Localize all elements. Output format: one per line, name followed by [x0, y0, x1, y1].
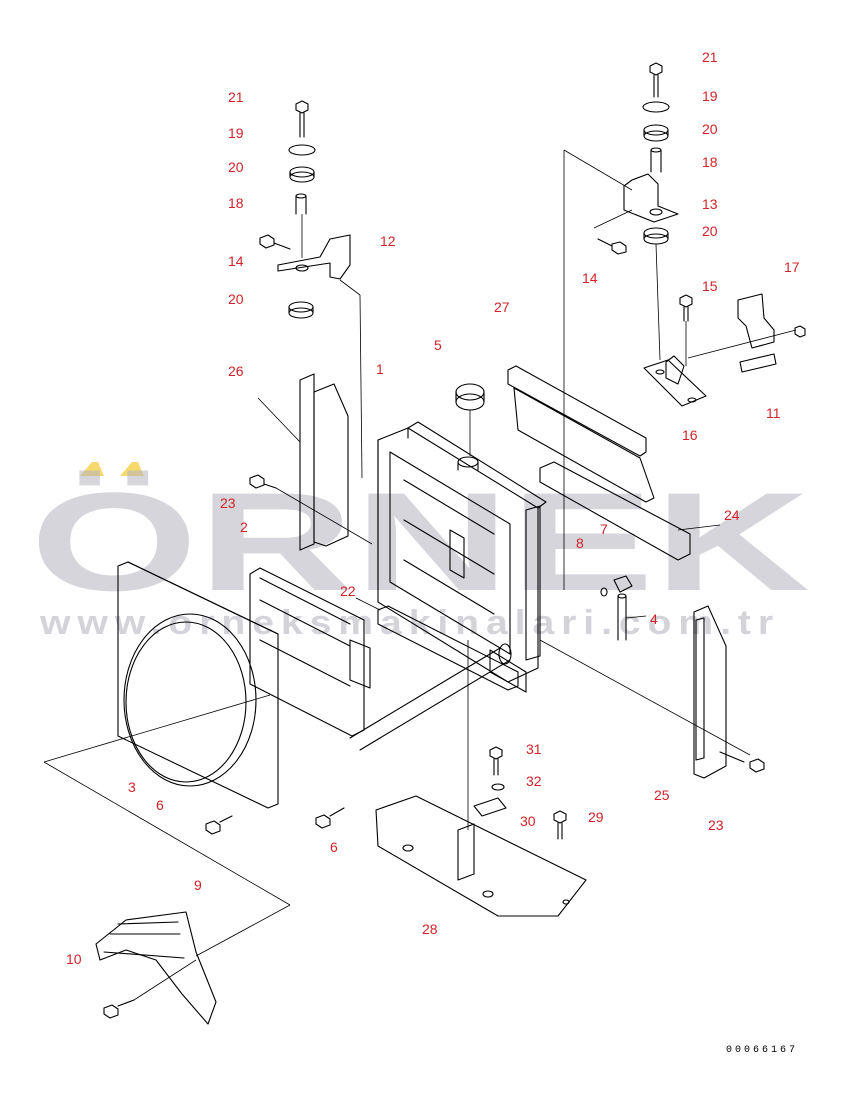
callout-19: 19	[228, 125, 244, 141]
seal-left	[257, 373, 349, 551]
callout-25: 25	[654, 787, 670, 803]
callout-15: 15	[702, 278, 718, 294]
callout-5: 5	[434, 337, 442, 353]
callout-23: 23	[220, 495, 236, 511]
callout-6: 6	[330, 839, 338, 855]
callout-18: 18	[228, 195, 244, 211]
plate-assembly	[643, 293, 806, 407]
callout-14: 14	[228, 253, 244, 269]
callout-1: 1	[376, 361, 384, 377]
callout-20: 20	[702, 223, 718, 239]
right-mount-stack	[563, 62, 679, 590]
fan-shroud	[43, 561, 371, 957]
seals-top	[507, 365, 721, 561]
callout-17: 17	[784, 259, 800, 275]
undercover	[375, 640, 587, 917]
callout-20: 20	[228, 159, 244, 175]
callout-8: 8	[576, 535, 584, 551]
callout-11: 11	[766, 405, 781, 421]
callout-29: 29	[588, 809, 604, 825]
callout-19: 19	[702, 88, 718, 104]
callout-31: 31	[526, 741, 542, 757]
document-number: 00066167	[726, 1045, 798, 1056]
left-mount-stack	[259, 100, 363, 479]
callout-28: 28	[422, 921, 438, 937]
callout-27: 27	[494, 299, 510, 315]
callout-32: 32	[526, 773, 542, 789]
callout-20: 20	[702, 121, 718, 137]
fan-guard	[95, 911, 217, 1025]
callout-24: 24	[724, 507, 740, 523]
callout-13: 13	[702, 196, 718, 212]
callout-23: 23	[708, 817, 724, 833]
watermark-text: ÖRNEK	[30, 463, 810, 620]
callout-26: 26	[228, 363, 244, 379]
callout-21: 21	[228, 89, 244, 105]
callout-3: 3	[128, 779, 136, 795]
callout-4: 4	[650, 611, 658, 627]
callout-2: 2	[240, 519, 248, 535]
callout-10: 10	[66, 951, 82, 967]
spacer-22	[355, 597, 519, 691]
part-drawing	[43, 62, 806, 1025]
drain-parts	[539, 575, 751, 756]
callout-21: 21	[702, 49, 718, 65]
callout-20: 20	[228, 291, 244, 307]
watermark-url: www.orneksmakinalari.com.tr	[39, 604, 780, 642]
callout-16: 16	[682, 427, 698, 443]
callout-9: 9	[194, 877, 202, 893]
radiator-core	[349, 383, 547, 751]
callout-14: 14	[582, 270, 598, 286]
callout-12: 12	[380, 233, 396, 249]
callout-7: 7	[600, 521, 608, 537]
bolts	[205, 474, 765, 835]
seal-right	[693, 605, 745, 779]
callout-30: 30	[520, 813, 536, 829]
callout-22: 22	[340, 583, 356, 599]
callout-6: 6	[156, 797, 164, 813]
callout-18: 18	[702, 154, 718, 170]
